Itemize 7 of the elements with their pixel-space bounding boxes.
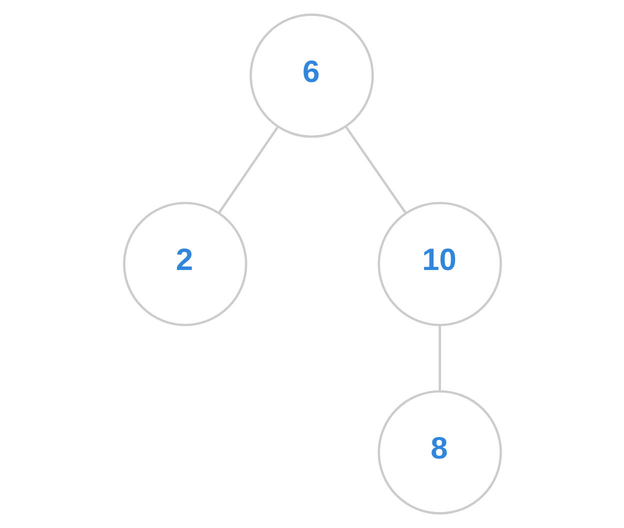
node-circle: 10 [377,202,502,326]
connector [218,126,278,214]
node-circle: 8 [377,390,502,514]
node-circle: 6 [249,14,374,138]
node-circle: 2 [122,202,247,326]
connector [344,126,406,214]
connector [438,325,440,392]
